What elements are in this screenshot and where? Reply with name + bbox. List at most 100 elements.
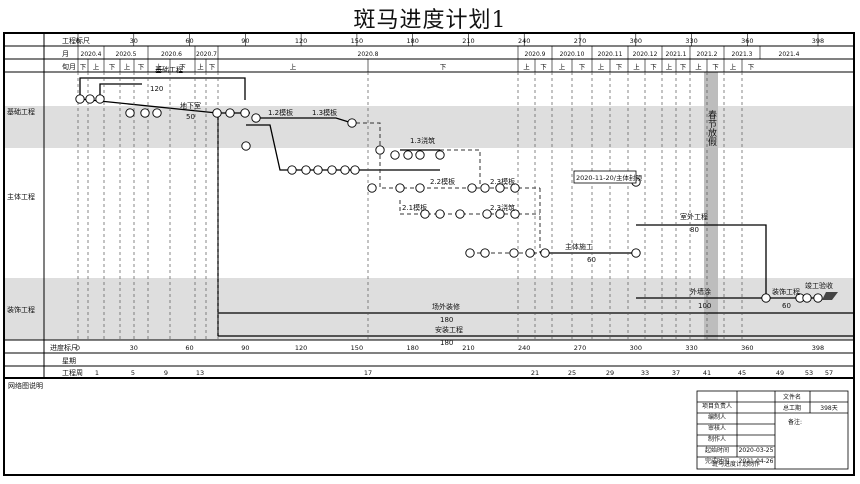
notes-label: 网络图说明 [8,381,43,390]
network-node [455,209,465,219]
network-node [340,165,350,175]
footer-duration-label: 进度标尺 [50,343,78,352]
half-label: 上 [290,62,297,71]
holiday-label: 春节放假 [706,109,717,147]
month-label: 2020.4 [81,51,102,58]
month-label: 2020.9 [525,51,546,58]
network-node [495,209,505,219]
footer-duration-tick: 30 [130,344,138,352]
footer-days-label: 星期 [62,357,76,365]
network-node [350,165,360,175]
week-label: 37 [672,369,680,377]
network-node [85,94,95,104]
info-label: 完成时间 [705,457,729,465]
half-label: 下 [680,63,687,71]
info-table [696,390,849,470]
half-label: 上 [695,62,702,71]
network-node [403,150,413,160]
outer-border [3,32,855,476]
month-label: 2021.4 [779,51,800,58]
info-label: 项目负责人 [702,402,732,410]
network-node [287,165,297,175]
week-label: 33 [641,369,649,377]
network-node [467,183,477,193]
network-node [301,165,311,175]
half-label: 上 [633,62,640,71]
task-label: 安装工程 [435,325,463,334]
footer-duration-tick: 330 [685,344,697,352]
info-footer: 斑马进度计划制作 [712,460,760,468]
week-label: 29 [606,369,614,377]
task-label: 主体施工 [565,242,593,251]
network-node [540,248,550,258]
week-label: 25 [568,369,576,377]
info-value: 2020-03-25 [739,447,774,454]
month-label: 2021.1 [666,51,687,58]
task-label: 基础工程 [155,65,183,74]
network-node [510,183,520,193]
network-node [251,113,261,123]
duration-label: 180 [440,339,453,347]
page-title: 斑马进度计划1 [353,8,507,33]
network-node [761,293,771,303]
task-label: 2.3模板 [490,177,515,186]
half-label: 下 [138,63,145,71]
footer-duration-tick: 120 [295,344,307,352]
info-file-label: 文件名 [783,393,801,401]
network-node [495,183,505,193]
half-label: 上 [730,62,737,71]
month-label: 2021.2 [697,51,718,58]
footer-duration-tick: 240 [518,344,530,352]
half-label: 下 [440,63,447,71]
month-label: 2020.6 [161,51,182,58]
duration-label: 60 [587,256,596,264]
week-label: 5 [131,369,135,377]
network-node [241,141,251,151]
week-label: 45 [738,369,746,377]
info-duration-value: 398天 [820,405,837,412]
task-label: 1.3模板 [312,108,337,117]
section-finishing: 装饰工程 [7,305,35,314]
header-month-label: 月 [62,50,69,58]
network-node [390,150,400,160]
header-duration-label: 工程标尺 [62,36,90,45]
half-label: 上 [197,62,204,71]
header-grid [5,33,853,379]
task-label: 2.2模板 [430,177,455,186]
network-nodes [75,94,823,303]
holiday-band [704,72,718,340]
month-label: 2020.11 [598,51,623,58]
network-node [415,150,425,160]
generated-scale: 0306090120150180210240270300330360398030… [76,33,833,377]
header-half-label: 旬月 [62,62,76,71]
network-node [75,94,85,104]
duration-label: 60 [782,302,791,310]
half-label: 上 [156,62,163,71]
network-node [225,108,235,118]
month-label: 2020.8 [358,51,379,58]
month-label: 2021.3 [732,51,753,58]
footer-duration-tick: 398 [812,344,824,352]
week-label: 53 [805,369,813,377]
month-label: 2020.5 [116,51,137,58]
network-node [140,108,150,118]
milestone-note: 2020-11-20/主体封顶 [576,173,642,182]
network-node [347,118,357,128]
info-label: 制作人 [708,435,726,443]
network-node [480,248,490,258]
week-label: 17 [364,369,372,377]
footer-duration-tick: 300 [630,344,642,352]
week-label: 9 [164,369,168,377]
info-label: 起始时间 [705,446,729,454]
task-label: 装饰工程 [772,287,800,296]
info-duration-label: 总工期 [783,404,801,412]
network-node [482,209,492,219]
footer-duration-tick: 150 [351,344,363,352]
task-label: 1.3浇筑 [410,136,435,145]
network-node [510,209,520,219]
info-label: 审核人 [708,424,726,432]
network-node [525,248,535,258]
week-label: 13 [196,369,204,377]
week-label: 57 [825,369,833,377]
task-label: 1.2模板 [268,108,293,117]
